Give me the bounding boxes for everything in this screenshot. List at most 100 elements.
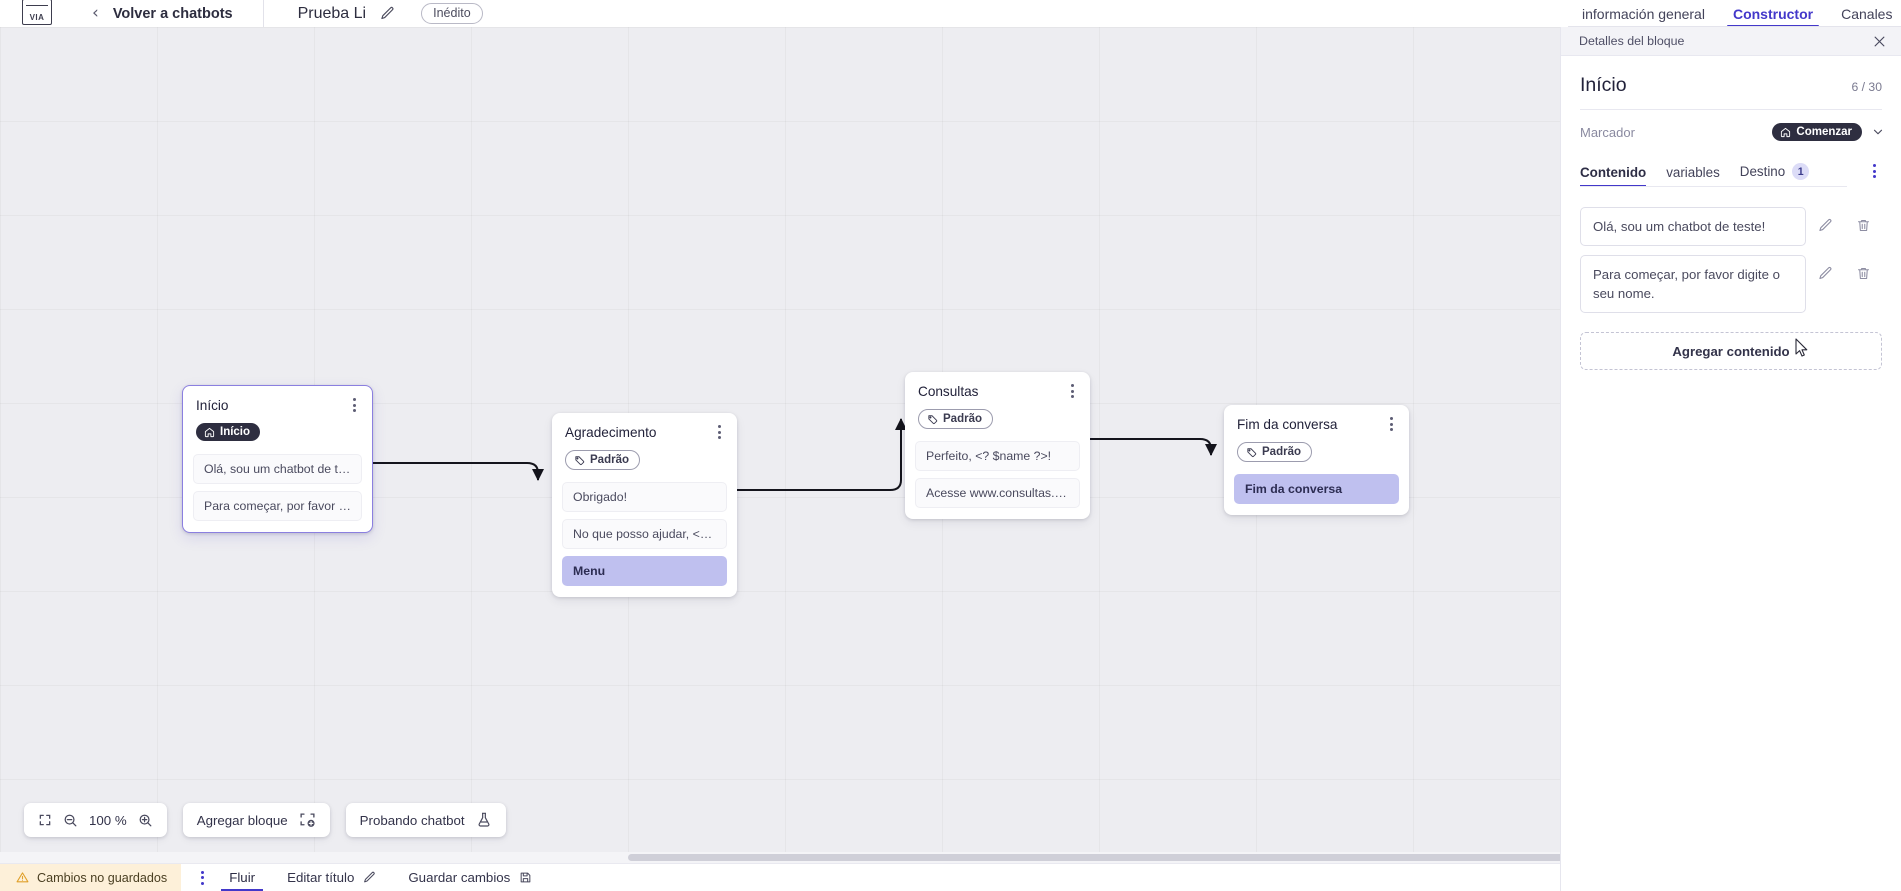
top-tabs-underline bbox=[1568, 26, 1901, 27]
add-content-button[interactable]: Agregar contenido bbox=[1580, 332, 1882, 371]
flow-node-agradecimento[interactable]: Agradecimento Padrão Obrigado! No que po… bbox=[552, 413, 737, 597]
node-body: Obrigado! No que posso ajudar, <? $name … bbox=[552, 481, 737, 597]
zoom-out-icon[interactable] bbox=[63, 813, 78, 828]
panel-tab-badge: 1 bbox=[1792, 163, 1810, 180]
footer-menu-icon[interactable] bbox=[191, 864, 213, 891]
content-item: Para começar, por favor digite o seu nom… bbox=[1580, 255, 1882, 314]
top-tabs: información general Constructor Canales bbox=[1560, 0, 1901, 27]
flow-canvas[interactable]: Início Início Olá, sou um chatbot de tes… bbox=[0, 27, 1561, 863]
logo-text: VIA bbox=[29, 12, 45, 22]
node-badge-row: Início bbox=[183, 415, 372, 454]
node-message[interactable]: Perfeito, <? $name ?>! bbox=[915, 440, 1080, 471]
content-item: Olá, sou um chatbot de teste! bbox=[1580, 207, 1882, 247]
flow-node-fim-da-conversa[interactable]: Fim da conversa Padrão Fim da conversa bbox=[1224, 405, 1409, 515]
canvas-hscrollbar-thumb[interactable] bbox=[628, 854, 1561, 861]
node-message[interactable]: Fim da conversa bbox=[1234, 473, 1399, 504]
node-message[interactable]: No que posso ajudar, <? $name ... bbox=[562, 518, 727, 549]
zoom-in-icon[interactable] bbox=[138, 813, 153, 828]
save-disk-icon bbox=[519, 871, 532, 884]
panel-tab-label: variables bbox=[1666, 165, 1720, 180]
edit-title-button[interactable]: Editar título bbox=[271, 870, 392, 885]
panel-tabs-menu-icon[interactable] bbox=[1865, 162, 1883, 180]
fit-screen-icon[interactable] bbox=[38, 813, 52, 827]
node-badge-label: Padrão bbox=[943, 413, 982, 425]
node-badge-label: Início bbox=[220, 426, 251, 438]
panel-content-list: Olá, sou um chatbot de teste! Para começ… bbox=[1561, 187, 1901, 314]
block-name[interactable]: Início bbox=[1580, 74, 1627, 96]
node-menu-icon[interactable] bbox=[1064, 382, 1080, 400]
node-body: Olá, sou um chatbot de teste! Para começ… bbox=[183, 453, 372, 532]
content-text[interactable]: Para começar, por favor digite o seu nom… bbox=[1580, 255, 1806, 314]
node-badge-row: Padrão bbox=[905, 401, 1090, 441]
test-chatbot-button[interactable]: Probando chatbot bbox=[345, 803, 506, 837]
tab-canales[interactable]: Canales bbox=[1841, 6, 1893, 22]
node-menu-icon[interactable] bbox=[1383, 415, 1399, 433]
add-block-label: Agregar bloque bbox=[196, 812, 288, 828]
back-chevron-icon[interactable]: ‹ bbox=[92, 3, 99, 23]
app-header: VIA ‹ Volver a chatbots Prueba Li Inédit… bbox=[0, 0, 1561, 27]
warning-icon bbox=[16, 871, 29, 884]
tab-informacion-general[interactable]: información general bbox=[1582, 6, 1705, 22]
node-message[interactable]: Para começar, por favor digite o ... bbox=[193, 490, 362, 521]
panel-header-title: Detalles del bloque bbox=[1579, 34, 1685, 48]
edit-content-icon[interactable] bbox=[1806, 255, 1844, 291]
node-message[interactable]: Acesse www.consultas.com par... bbox=[915, 477, 1080, 508]
zoom-controls[interactable]: 100 % bbox=[24, 803, 167, 837]
marcador-value-group[interactable]: Comenzar bbox=[1772, 123, 1885, 141]
panel-tabs: Contenido variables Destino 1 bbox=[1561, 154, 1901, 187]
bot-title: Prueba Li bbox=[297, 4, 367, 22]
app-logo-icon: VIA bbox=[22, 0, 52, 25]
save-changes-button[interactable]: Guardar cambios bbox=[392, 870, 548, 885]
node-menu-icon[interactable] bbox=[346, 396, 362, 414]
add-block-button[interactable]: Agregar bloque bbox=[182, 803, 330, 837]
panel-tab-label: Contenido bbox=[1580, 165, 1647, 180]
canvas-hscrollbar-track[interactable] bbox=[0, 852, 1561, 863]
close-icon[interactable] bbox=[1872, 34, 1887, 49]
node-message[interactable]: Obrigado! bbox=[562, 481, 727, 512]
panel-tabs-rule bbox=[1580, 186, 1847, 187]
flow-node-consultas[interactable]: Consultas Padrão Perfeito, <? $name ?>! … bbox=[905, 372, 1090, 519]
status-badge: Inédito bbox=[421, 3, 483, 24]
tag-icon bbox=[1247, 447, 1257, 457]
node-message[interactable]: Olá, sou um chatbot de teste! bbox=[193, 453, 362, 484]
save-changes-label: Guardar cambios bbox=[408, 870, 511, 885]
node-badge-row: Padrão bbox=[552, 442, 737, 482]
delete-content-icon[interactable] bbox=[1844, 207, 1882, 243]
node-body: Fim da conversa bbox=[1224, 473, 1409, 515]
node-badge: Início bbox=[196, 423, 261, 441]
node-badge: Padrão bbox=[1237, 442, 1312, 462]
block-details-panel: Detalles del bloque Início 6 / 30 Marcad… bbox=[1560, 27, 1901, 891]
home-icon bbox=[204, 427, 215, 437]
node-title: Início bbox=[196, 398, 229, 413]
node-header: Agradecimento bbox=[552, 413, 737, 442]
edit-content-icon[interactable] bbox=[1806, 207, 1844, 243]
node-title: Agradecimento bbox=[565, 425, 657, 440]
unsaved-changes-badge: Cambios no guardados bbox=[0, 863, 182, 891]
chevron-down-icon[interactable] bbox=[1871, 125, 1885, 139]
panel-tab-destino[interactable]: Destino 1 bbox=[1730, 163, 1819, 187]
panel-tab-variables[interactable]: variables bbox=[1656, 165, 1730, 187]
tag-icon bbox=[928, 414, 938, 424]
delete-content-icon[interactable] bbox=[1844, 255, 1882, 291]
unsaved-changes-label: Cambios no guardados bbox=[37, 870, 168, 885]
flow-node-inicio[interactable]: Início Início Olá, sou um chatbot de tes… bbox=[182, 385, 373, 533]
flask-icon bbox=[476, 812, 492, 828]
marcador-badge[interactable]: Comenzar bbox=[1772, 123, 1862, 141]
tab-constructor[interactable]: Constructor bbox=[1719, 6, 1827, 27]
footer-tab-fluir[interactable]: Fluir bbox=[213, 864, 271, 891]
marcador-label: Marcador bbox=[1580, 124, 1635, 140]
back-to-chatbots-link[interactable]: Volver a chatbots bbox=[112, 5, 233, 22]
node-message-menu[interactable]: Menu bbox=[562, 555, 727, 586]
panel-title-rule bbox=[1580, 109, 1882, 110]
add-block-icon bbox=[299, 812, 316, 829]
panel-tab-contenido[interactable]: Contenido bbox=[1580, 165, 1656, 187]
node-badge: Padrão bbox=[565, 450, 640, 470]
node-title: Fim da conversa bbox=[1237, 417, 1338, 432]
node-menu-icon[interactable] bbox=[711, 423, 727, 441]
content-text[interactable]: Olá, sou um chatbot de teste! bbox=[1580, 207, 1806, 247]
marcador-badge-label: Comenzar bbox=[1796, 126, 1852, 138]
node-badge-label: Padrão bbox=[590, 454, 629, 466]
node-header: Início bbox=[183, 386, 372, 415]
zoom-level-label: 100 % bbox=[89, 812, 127, 828]
edit-title-pencil-icon[interactable] bbox=[380, 6, 395, 21]
